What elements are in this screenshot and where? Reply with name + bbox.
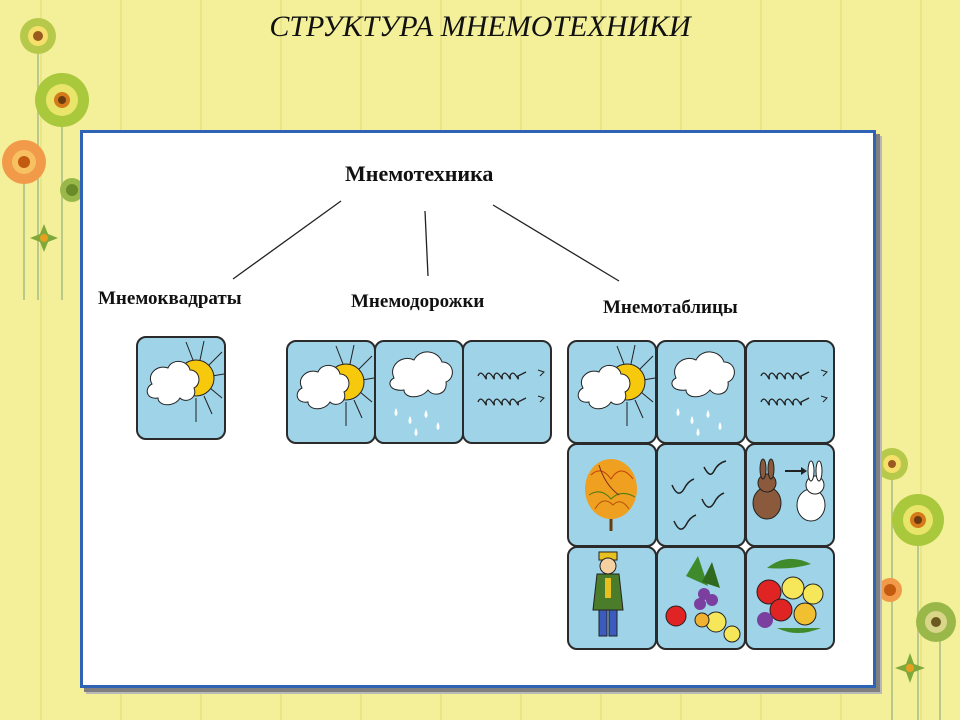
wind-icon bbox=[477, 369, 545, 406]
hare-icon bbox=[752, 458, 826, 522]
mnemotable-wind-card bbox=[745, 340, 835, 444]
mnemotable-rain-cloud-card bbox=[656, 340, 746, 444]
mnemotable-fruits-card bbox=[745, 546, 835, 650]
harvest-icon bbox=[665, 556, 741, 643]
rain-cloud-icon bbox=[671, 351, 735, 436]
root-label: Мнемотехника bbox=[345, 161, 494, 186]
wind-icon bbox=[760, 369, 828, 406]
branch-label-mnemotables: Мнемотаблицы bbox=[603, 297, 738, 318]
mnemotable-birds-card bbox=[656, 443, 746, 547]
dressed-person-icon bbox=[592, 551, 624, 637]
mnemotable-sun-cloud-card bbox=[567, 340, 657, 444]
mnemotrack-rain-cloud-card bbox=[374, 340, 464, 444]
mnemotable-hare-card bbox=[745, 443, 835, 547]
flower-decoration-right bbox=[876, 448, 956, 720]
slide-title: СТРУКТУРА МНЕМОТЕХНИКИ bbox=[269, 10, 691, 43]
mnemotrack-wind-card bbox=[462, 340, 552, 444]
mnemotable-harvest-card bbox=[656, 546, 746, 650]
mnemotable-autumn-tree-card bbox=[567, 443, 657, 547]
birds-icon bbox=[671, 460, 727, 530]
fruits-icon bbox=[756, 558, 824, 633]
sun-cloud-icon bbox=[577, 344, 655, 426]
sun-cloud-icon bbox=[146, 340, 224, 422]
mnemosquare-sun-cloud-card bbox=[136, 336, 226, 440]
diagram-panel: Мнемотехника Мнемоквадраты Мнемодорожки … bbox=[80, 130, 876, 688]
rain-cloud-icon bbox=[389, 351, 453, 436]
connector-lines bbox=[232, 200, 620, 282]
mnemotable-dressed-person-card bbox=[567, 546, 657, 650]
flower-decoration-left bbox=[2, 18, 89, 300]
mnemotrack-sun-cloud-card bbox=[286, 340, 376, 444]
autumn-tree-icon bbox=[585, 459, 637, 531]
sun-cloud-icon bbox=[296, 344, 374, 426]
branch-label-mnemosquares: Мнемоквадраты bbox=[98, 288, 242, 309]
branch-label-mnemotracks: Мнемодорожки bbox=[351, 291, 485, 312]
